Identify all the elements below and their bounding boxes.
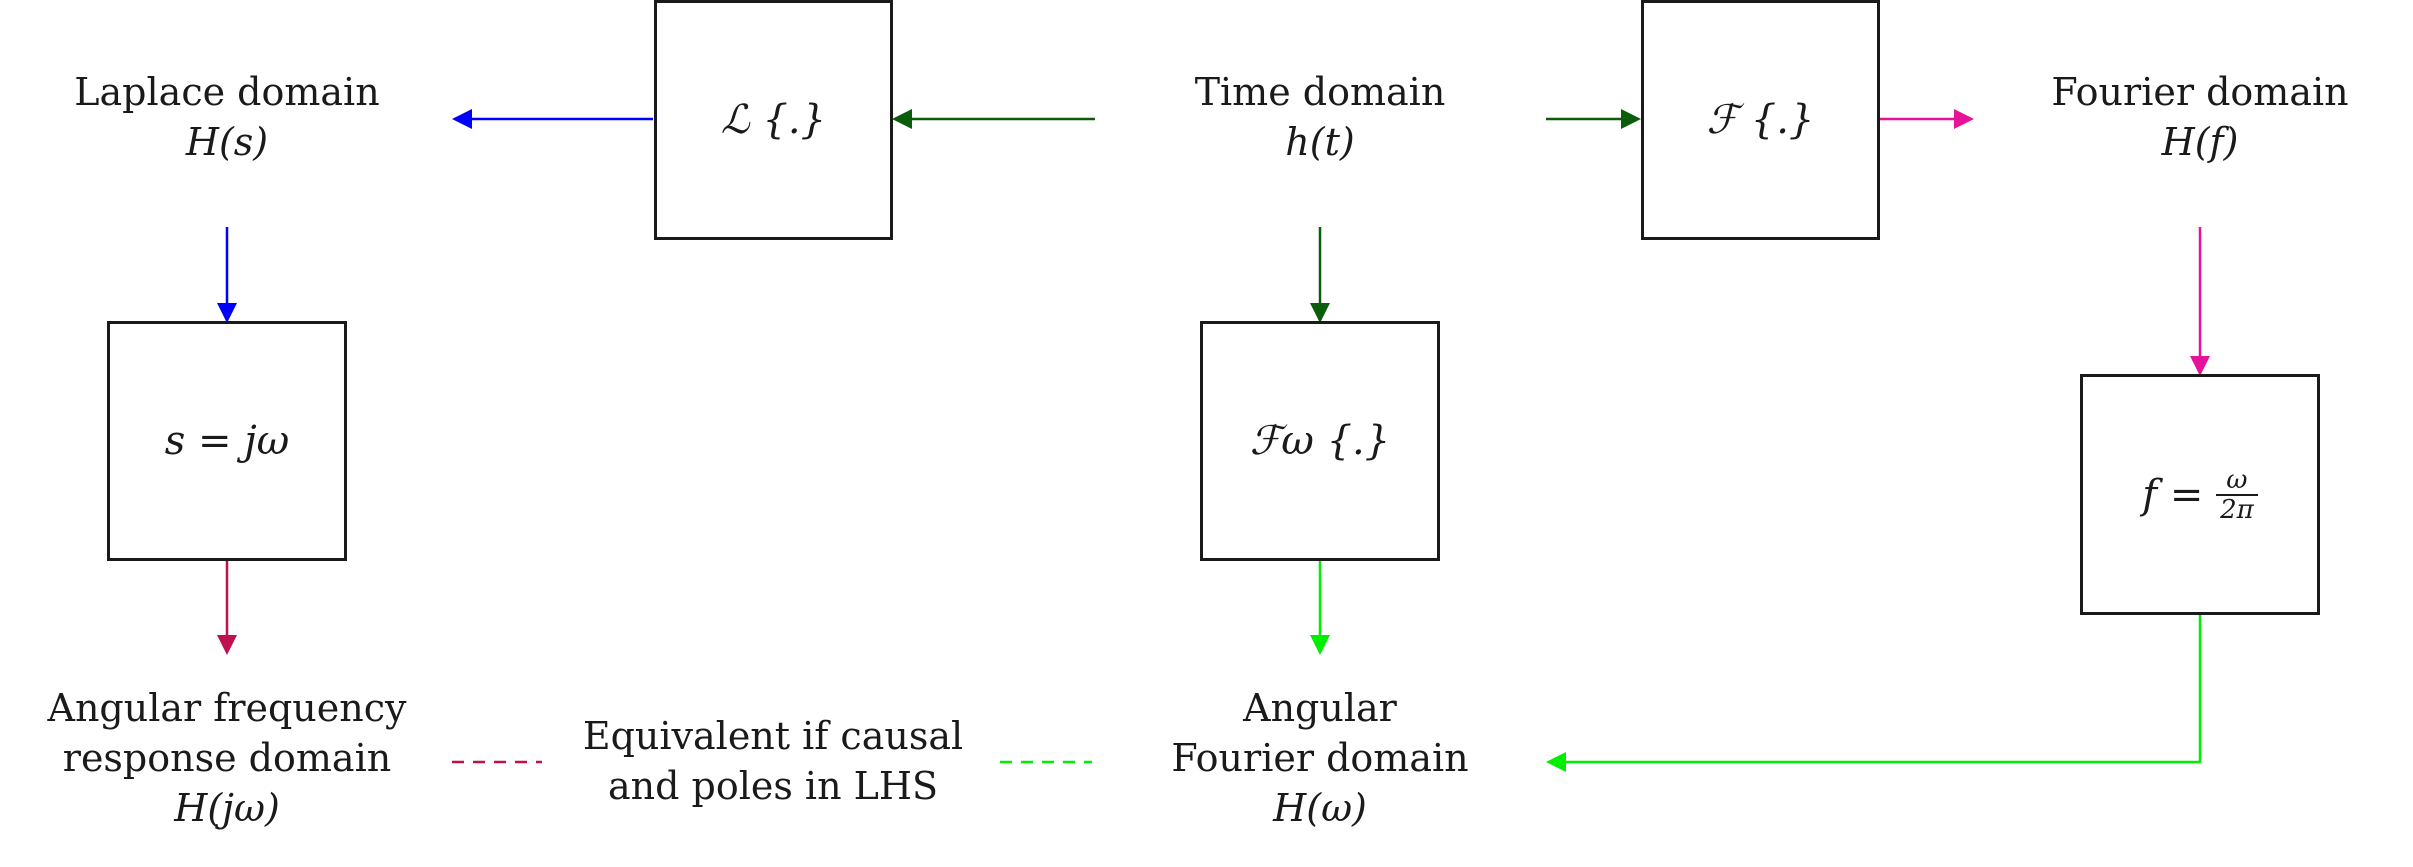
arrow-fourier-domain-to-f-substitution <box>2190 227 2210 376</box>
f-substitution-lhs: f = <box>2142 471 2204 518</box>
f-substitution-box: f = ω 2π <box>2080 374 2320 615</box>
arrow-s-substitution-to-angular-frequency-domain <box>217 560 237 655</box>
laplace-domain-title: Laplace domain <box>74 70 380 114</box>
f-substitution-numerator: ω <box>2216 466 2258 496</box>
arrow-laplace-to-laplace-domain <box>452 109 653 129</box>
arrow-time-to-fourier-transform <box>1546 109 1641 129</box>
arrow-time-to-laplace-transform <box>892 109 1095 129</box>
fourier-domain-symbol: H(f) <box>2161 120 2239 164</box>
arrow-time-to-angular-fourier-transform <box>1310 227 1330 323</box>
angular-frequency-domain-title-1: Angular frequency <box>47 686 407 730</box>
angular-frequency-domain-title-2: response domain <box>62 736 392 780</box>
equivalence-note-line-2: and poles in LHS <box>607 764 939 808</box>
s-substitution-label: s = jω <box>164 418 290 464</box>
laplace-transform-label: ℒ {.} <box>720 97 827 143</box>
angular-fourier-domain-node: Angular Fourier domain H(ω) <box>1171 683 1468 833</box>
arrow-fourier-transform-to-fourier-domain <box>1879 109 1974 129</box>
fourier-domain-node: Fourier domain H(f) <box>2051 67 2348 167</box>
laplace-transform-box: ℒ {.} <box>654 0 893 240</box>
angular-fourier-domain-title-1: Angular <box>1243 686 1397 730</box>
equivalence-note-line-1: Equivalent if causal <box>582 714 964 758</box>
s-substitution-box: s = jω <box>107 321 347 561</box>
equivalence-note: Equivalent if causal and poles in LHS <box>583 711 963 811</box>
time-domain-title: Time domain <box>1194 70 1446 114</box>
angular-frequency-domain-symbol: H(jω) <box>174 786 280 830</box>
arrow-f-substitution-to-angular-fourier-domain <box>1546 614 2202 772</box>
f-substitution-denominator: 2π <box>2220 494 2254 525</box>
laplace-domain-node: Laplace domain H(s) <box>74 67 379 167</box>
arrow-laplace-domain-to-s-substitution <box>217 227 237 323</box>
time-domain-symbol: h(t) <box>1285 120 1355 164</box>
angular-fourier-transform-box: ℱω {.} <box>1200 321 1440 561</box>
laplace-domain-symbol: H(s) <box>185 120 269 164</box>
angular-fourier-domain-title-2: Fourier domain <box>1171 736 1469 780</box>
f-substitution-fraction: ω 2π <box>2216 466 2258 524</box>
angular-frequency-domain-node: Angular frequency response domain H(jω) <box>48 683 407 833</box>
fourier-transform-box: ℱ {.} <box>1641 0 1880 240</box>
time-domain-node: Time domain h(t) <box>1195 67 1446 167</box>
fourier-domain-title: Fourier domain <box>2051 70 2349 114</box>
angular-fourier-transform-label: ℱω {.} <box>1249 418 1391 464</box>
arrow-angular-fourier-transform-to-angular-fourier-domain <box>1310 560 1330 655</box>
angular-fourier-domain-symbol: H(ω) <box>1273 786 1367 830</box>
fourier-transform-label: ℱ {.} <box>1706 97 1815 143</box>
